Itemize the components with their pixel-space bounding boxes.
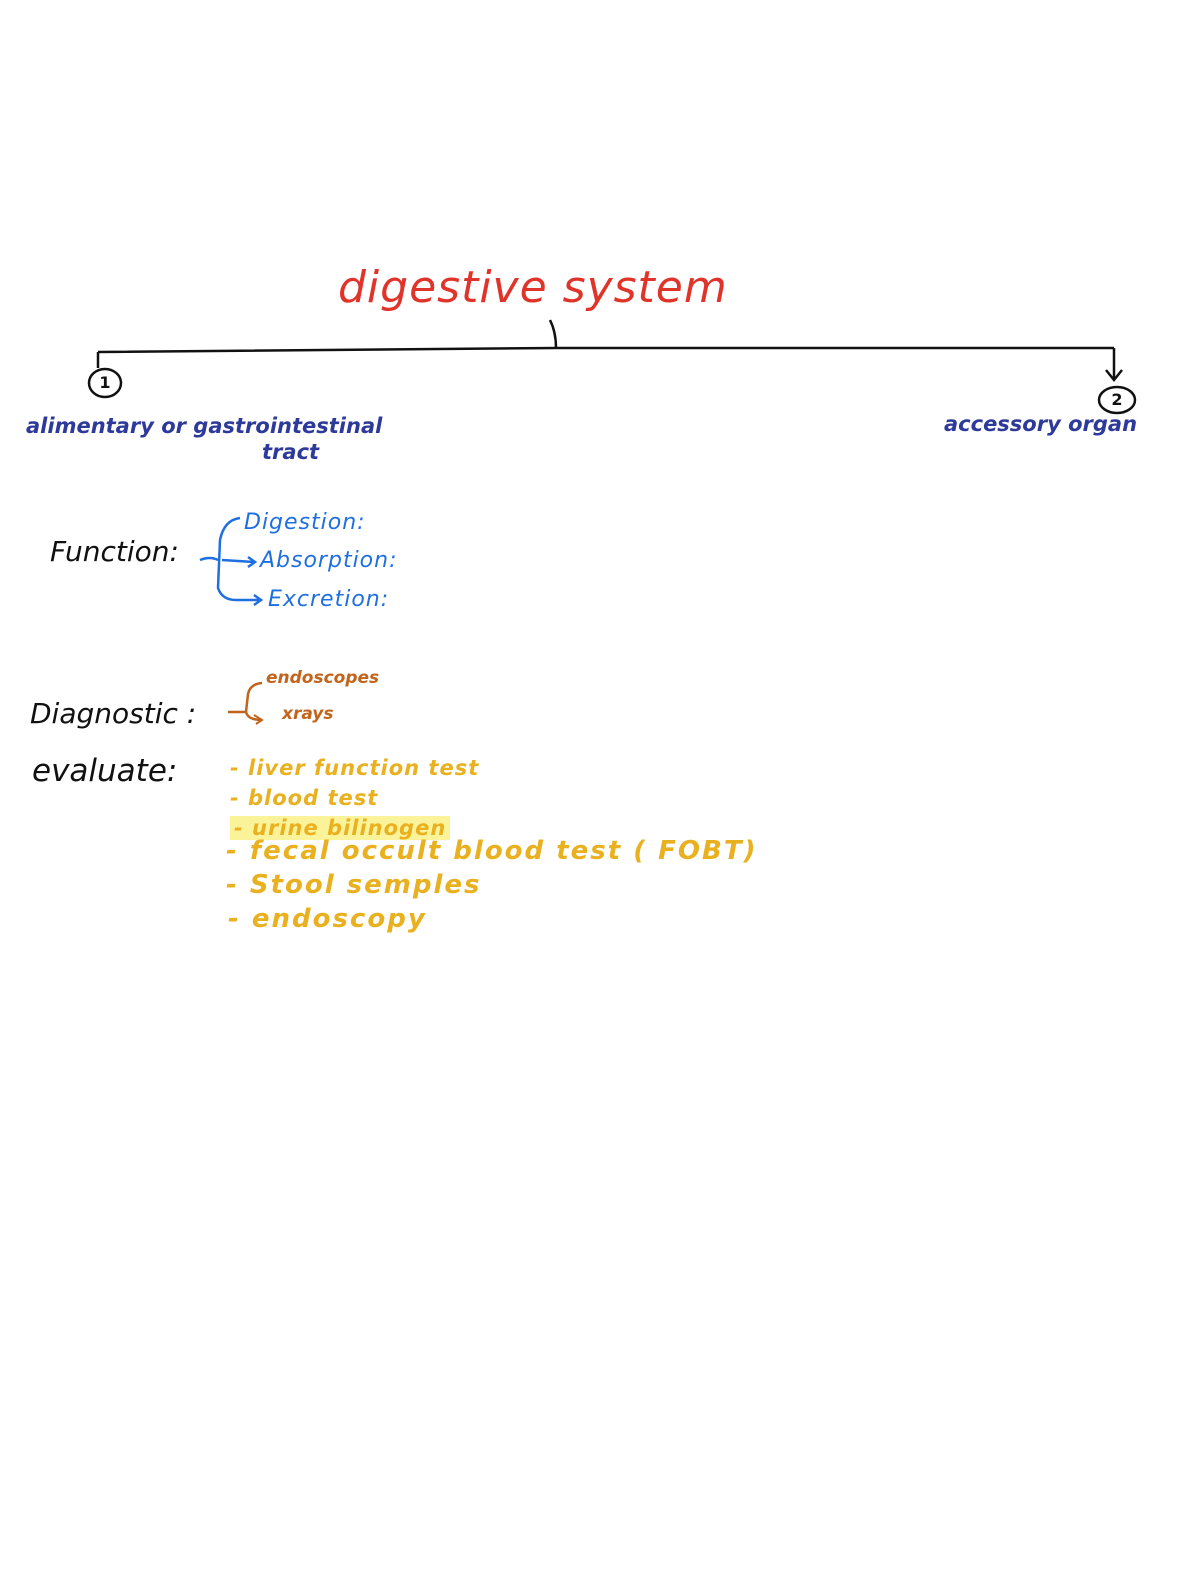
evaluate-item: - blood test: [230, 786, 379, 810]
number-1-circle: [87, 367, 123, 399]
function-arrow-middle: [221, 555, 258, 569]
diagnostic-item-xrays: xrays: [282, 704, 334, 724]
function-item-digestion: Digestion:: [244, 510, 366, 535]
branch-2-number: 2: [1111, 390, 1123, 409]
highlighted-text: - urine bilinogen: [230, 816, 451, 840]
branch-bar: [97, 346, 1114, 354]
branch-2-label: accessory organ: [944, 412, 1138, 436]
function-item-excretion: Excretion:: [268, 587, 390, 612]
branch-1-label-line2: tract: [262, 440, 320, 464]
function-label: Function:: [50, 535, 179, 568]
function-connector: [199, 556, 219, 562]
right-arrow-head: [1105, 369, 1123, 383]
evaluate-item: - Stool semples: [226, 870, 482, 900]
function-brace: [216, 516, 241, 602]
evaluate-label: evaluate:: [32, 753, 178, 789]
title-connector: [548, 319, 558, 349]
function-arrow-bottom: [236, 593, 264, 607]
diagnostic-item-endoscopes: endoscopes: [266, 668, 380, 688]
diagnostic-label: Diagnostic :: [30, 697, 197, 730]
number-2-circle: [1097, 385, 1137, 415]
evaluate-item: - urine bilinogen: [230, 816, 451, 840]
evaluate-item: - endoscopy: [228, 904, 427, 934]
diagnostic-brace: [244, 681, 263, 722]
page-title: digestive system: [338, 262, 728, 313]
diagnostic-arrow: [253, 714, 264, 725]
branch-1-number: 1: [99, 373, 111, 392]
evaluate-item: - liver function test: [230, 756, 480, 780]
branch-1-label: alimentary or gastrointestinal: [26, 414, 383, 438]
evaluate-item: - fecal occult blood test ( FOBT): [226, 836, 758, 866]
function-item-absorption: Absorption:: [260, 548, 398, 573]
